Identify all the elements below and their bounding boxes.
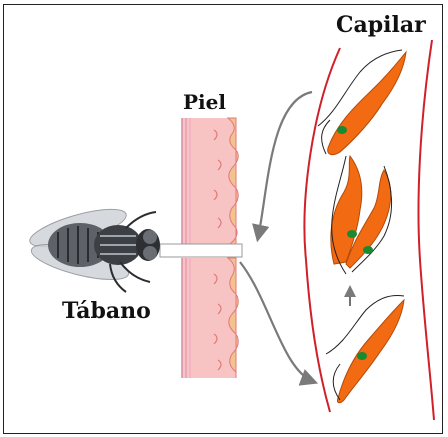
trypanosome-icon <box>318 50 406 155</box>
horsefly-icon <box>26 202 160 292</box>
horsefly-label: Tábano <box>62 298 151 324</box>
arrow-to-capillary <box>240 262 314 382</box>
skin-upper-segment <box>182 118 238 244</box>
skin-lower-segment <box>182 258 238 378</box>
capillary-label: Capilar <box>336 12 426 38</box>
trypanosome-icon <box>331 156 392 274</box>
proboscis <box>160 244 242 257</box>
capillary-wall-right <box>419 40 435 420</box>
trypanosome-icon <box>326 296 404 403</box>
skin-label: Piel <box>183 90 226 114</box>
